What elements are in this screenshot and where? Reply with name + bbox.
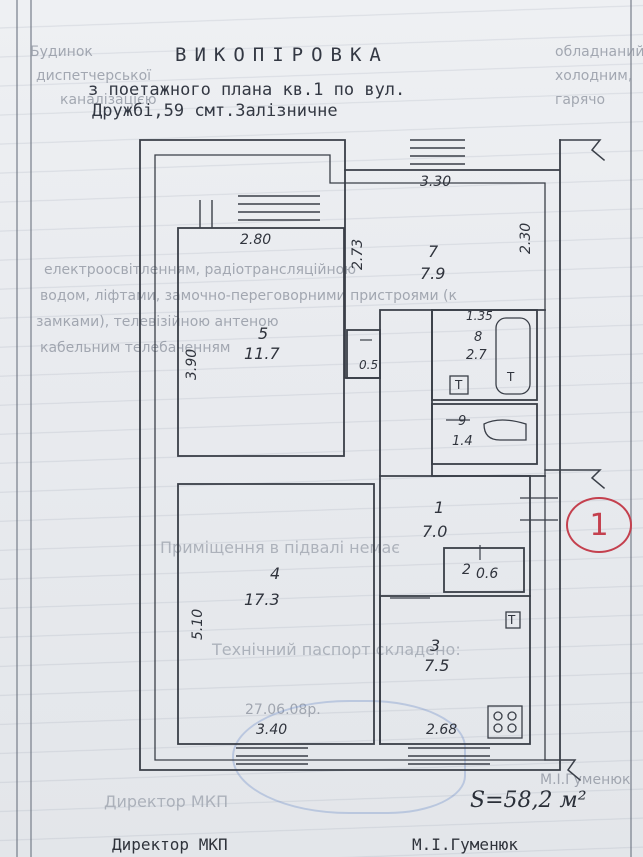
room-6-outline: [346, 329, 381, 379]
bg-text: електроосвітленням, радіотрансляційною: [44, 262, 357, 278]
room-number: 7: [428, 242, 439, 261]
bg-text: М.І.Гуменюк: [540, 772, 631, 788]
dimension-label: 5.10: [190, 608, 206, 640]
bg-text: Директор МКП: [104, 792, 229, 811]
apartment-marker: 1: [566, 497, 632, 553]
bathtub: [495, 317, 531, 395]
room-number: 4: [270, 564, 281, 583]
room-number: 2: [462, 562, 471, 578]
bg-text: диспетчерської: [36, 68, 152, 84]
dimension-label: 1.35: [466, 309, 493, 323]
room-area: 1.4: [452, 434, 473, 449]
bg-text: обладнаний: [555, 44, 643, 60]
total-area: S=58,2 м²: [470, 788, 587, 813]
dimension-label: 2.30: [518, 222, 534, 254]
document-title: ВИКОПІРОВКА: [175, 44, 389, 66]
room-area: 17.3: [244, 590, 280, 609]
room-area: 0.5: [359, 358, 379, 372]
room-2-outline: [443, 547, 525, 593]
bg-text: холодним,: [555, 68, 633, 84]
document-address: Дружбі,59 смт.Залізничне: [92, 101, 338, 121]
room-3-outline: [379, 595, 531, 745]
director-label: Директор МКП: [112, 835, 228, 854]
fixture-label: Т: [455, 378, 463, 392]
bg-text: Будинок: [30, 44, 93, 60]
room-5-outline: [177, 227, 345, 457]
margin-line-left: [16, 0, 18, 857]
stove: [487, 705, 523, 739]
room-1-outline: [379, 475, 531, 597]
stamp-impression: [232, 700, 466, 814]
outer-wall-inner: [154, 154, 546, 761]
dimension-label: 2.68: [426, 722, 458, 738]
footer-signature: Директор МКП М.І.Гуменюк: [112, 835, 518, 854]
room-9-outline: [431, 403, 538, 465]
bg-text: Приміщення в підвалі немає: [160, 538, 401, 557]
room-number: 3: [430, 636, 441, 655]
room-area: 7.9: [420, 264, 446, 283]
room-area: 11.7: [244, 344, 280, 363]
director-name: М.І.Гуменюк: [412, 835, 518, 854]
margin-line-left-2: [30, 0, 32, 857]
room-number: 9: [458, 414, 467, 429]
bg-text: водом, ліфтами, замочно-переговорними пр…: [40, 288, 457, 304]
dimension-label: 2.80: [240, 232, 272, 248]
room-number: 8: [474, 330, 483, 345]
room-area: 0.6: [476, 566, 499, 582]
dimension-label: 3.40: [256, 722, 288, 738]
bg-text: каналізацією: [60, 92, 157, 108]
fixture-label: Т: [507, 370, 515, 384]
fixture-label: Т: [508, 613, 516, 627]
room-number: 5: [258, 324, 269, 343]
outer-wall: [139, 139, 561, 771]
room-area: 7.0: [422, 522, 448, 541]
bg-text: гарячо: [555, 92, 606, 108]
room-area: 7.5: [424, 656, 450, 675]
bg-text: кабельним телебаченням: [40, 340, 231, 356]
room-area: 2.7: [466, 348, 487, 363]
dimension-label: 2.73: [350, 238, 366, 270]
dimension-label: 3.90: [184, 348, 200, 380]
dimension-label: 3.30: [420, 174, 452, 190]
toilet: [483, 419, 527, 441]
bg-text: замками), телевізійною антеною: [36, 314, 279, 330]
room-number: 1: [434, 498, 445, 517]
room-4-outline: [177, 483, 375, 745]
document-subtitle: з поетажного плана кв.1 по вул.: [88, 80, 406, 100]
margin-line-right: [630, 0, 632, 857]
bg-text: Технічний паспорт складено:: [212, 640, 461, 659]
